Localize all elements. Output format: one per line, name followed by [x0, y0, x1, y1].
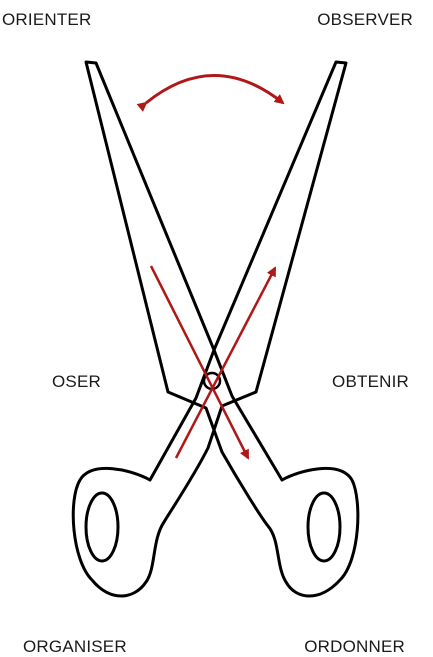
top-curved-arrow	[146, 76, 283, 104]
label-ordonner: ORDONNER	[304, 638, 405, 655]
label-obtenir: OBTENIR	[332, 373, 409, 390]
right-blade-outline	[73, 62, 346, 596]
label-orienter: ORIENTER	[2, 11, 91, 28]
label-organiser: ORGANISER	[23, 638, 127, 655]
right-handle-hole	[308, 493, 340, 561]
left-handle-hole	[86, 493, 118, 561]
label-oser: OSER	[52, 373, 101, 390]
label-observer: OBSERVER	[317, 11, 413, 28]
cross-arrow-down	[151, 266, 248, 458]
